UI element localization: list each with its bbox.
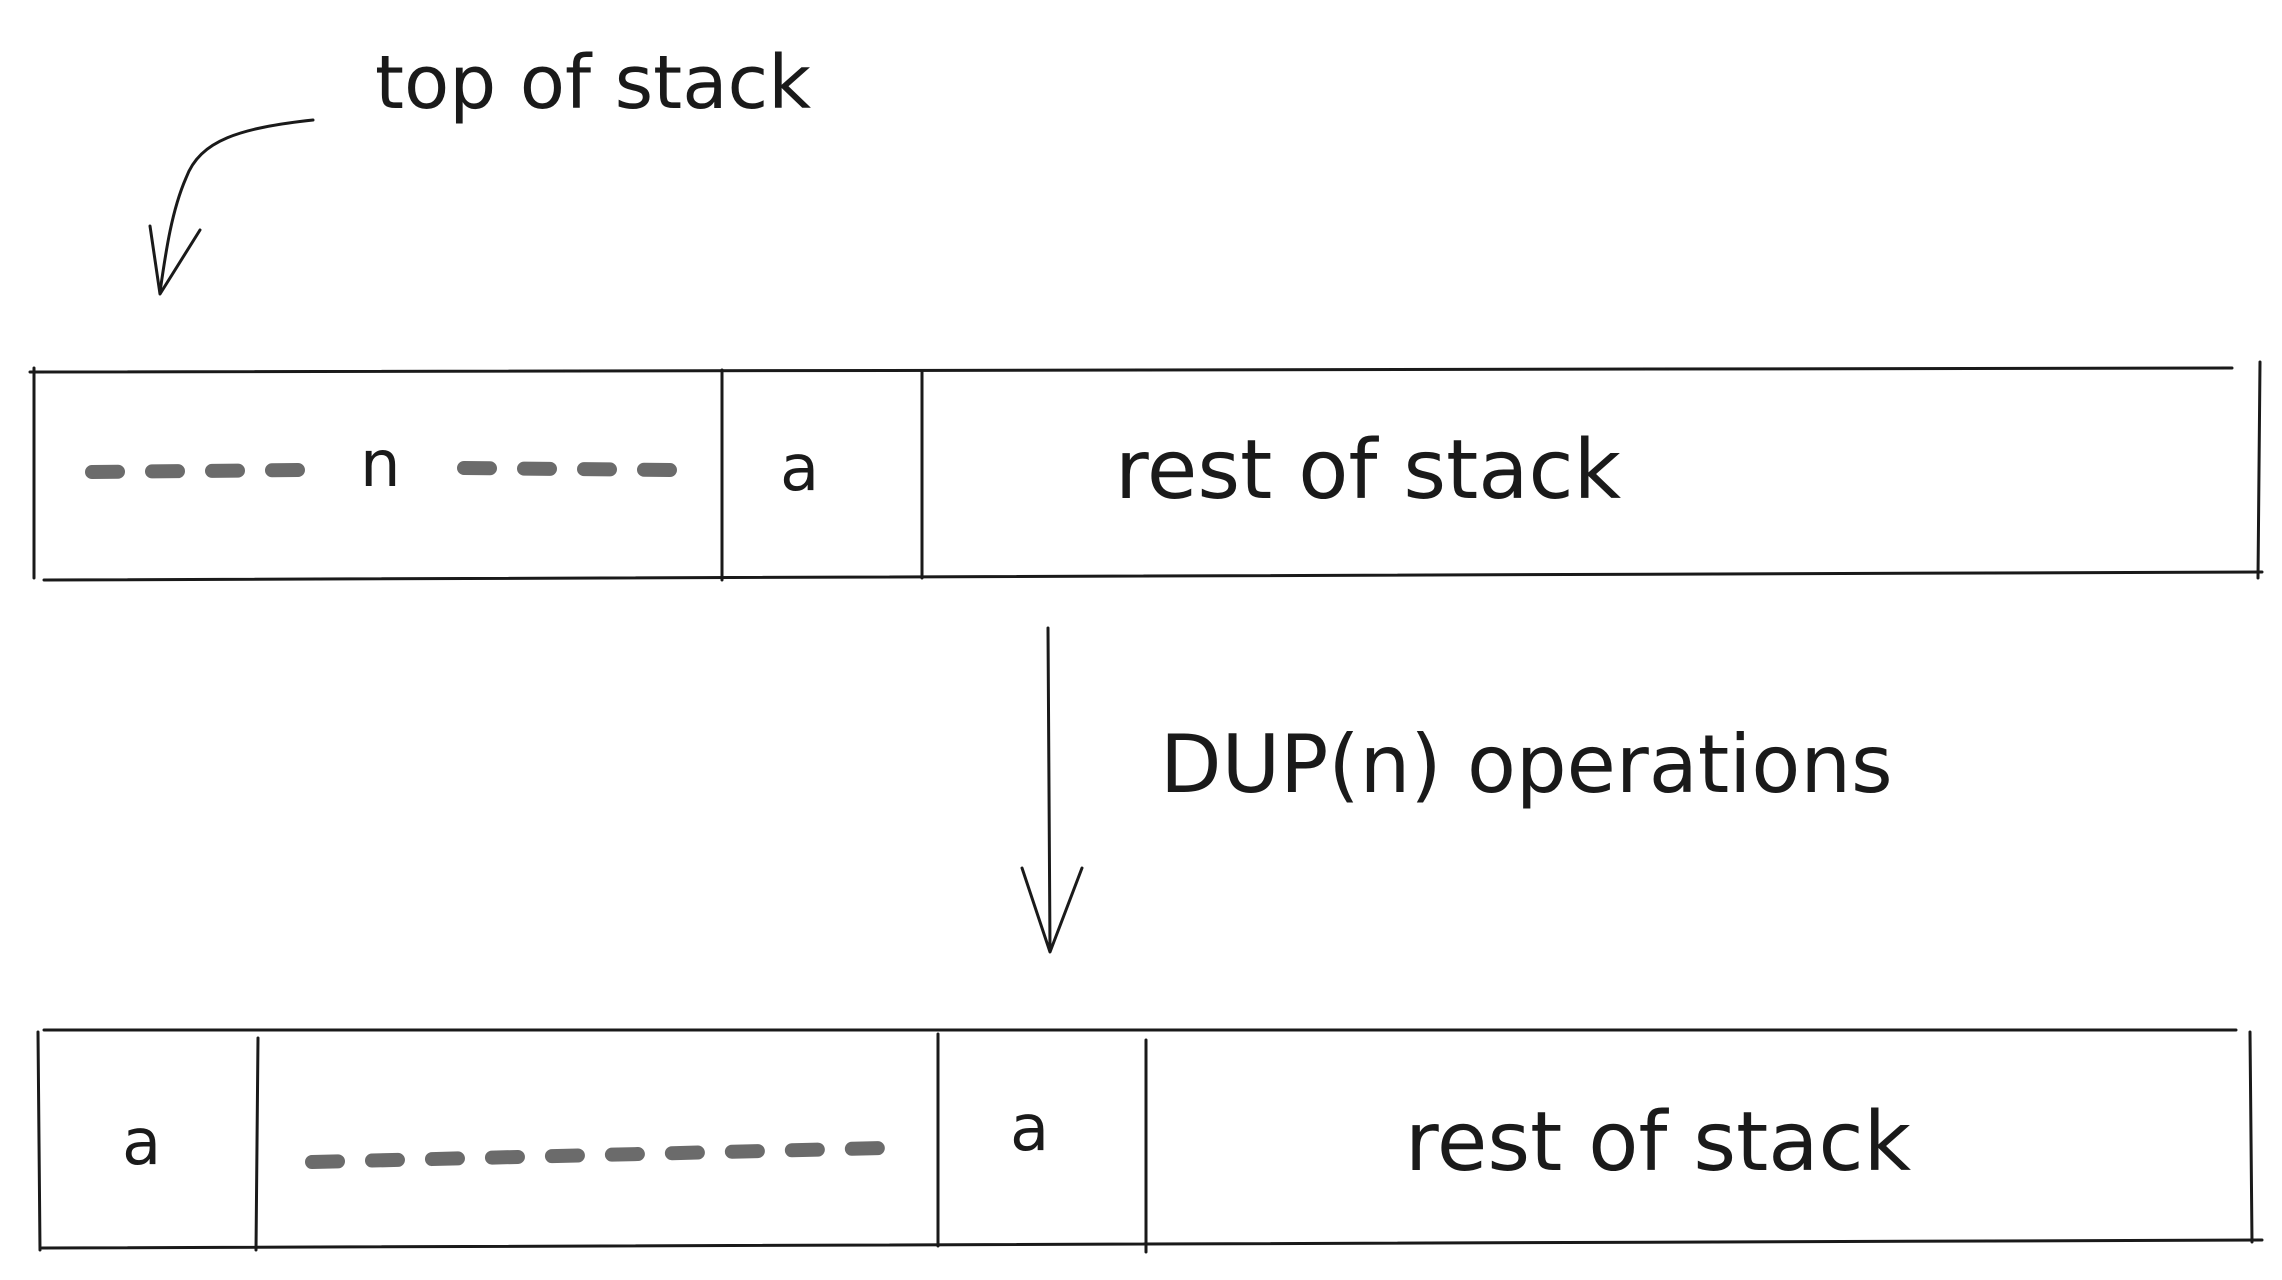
stack-after-dash-line: [305, 1141, 891, 1169]
top-of-stack-annotation: top of stack: [148, 40, 811, 296]
dup-arrow-shaft: [1046, 626, 1052, 952]
stack-before: n a rest of stack: [28, 360, 2264, 582]
stack-before-bottom-edge: [42, 570, 2264, 582]
dash-line-right: [457, 461, 679, 477]
dup-transition: DUP(n) operations: [1020, 626, 1893, 954]
stack-before-cell-a: a: [780, 432, 819, 506]
stack-after: a a rest of stack: [36, 1028, 2264, 1254]
stack-after-bottom-edge: [40, 1238, 2264, 1250]
stack-after-right-edge: [2248, 1030, 2254, 1244]
stack-after-left-edge: [36, 1030, 42, 1252]
dup-arrowhead-icon: [1020, 866, 1084, 954]
stack-before-cell-rest: rest of stack: [1115, 423, 1622, 518]
stack-before-top-edge: [28, 366, 2234, 374]
top-of-stack-arrowhead-icon: [148, 224, 202, 296]
dup-operation-label: DUP(n) operations: [1160, 718, 1893, 811]
stack-after-divider-1: [254, 1036, 260, 1252]
stack-before-right-edge: [2256, 360, 2262, 580]
stack-after-cell-a-first: a: [122, 1106, 161, 1180]
top-of-stack-curved-arrow-icon: [158, 118, 315, 294]
n-label: n: [360, 428, 401, 502]
dash-line-left: [85, 463, 307, 479]
stack-before-cell-n: n: [85, 428, 679, 502]
stack-after-cell-a-second: a: [1010, 1092, 1049, 1166]
top-of-stack-label: top of stack: [375, 40, 811, 126]
stack-after-cell-rest: rest of stack: [1405, 1095, 1912, 1190]
